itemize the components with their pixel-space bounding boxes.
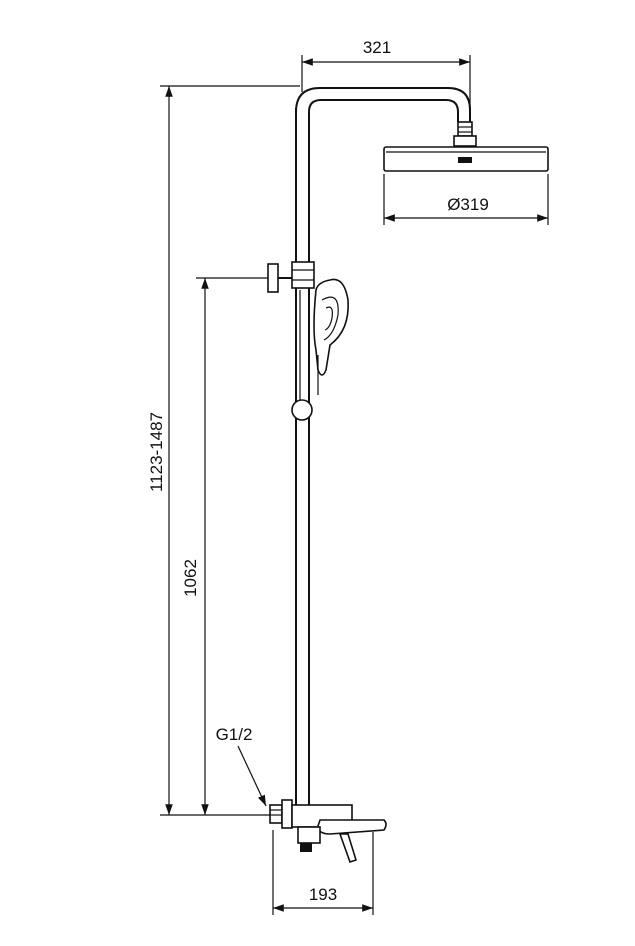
dimension-holder-height-label: 1062 xyxy=(181,559,200,597)
head-connector xyxy=(453,121,477,147)
riser-knob xyxy=(291,399,313,421)
dimension-overall-height: 1123-1487 xyxy=(147,85,300,816)
shower-head xyxy=(383,146,549,172)
hand-shower xyxy=(313,278,349,395)
dimension-mixer-depth-label: 193 xyxy=(309,885,337,904)
dimension-holder-height: 1062 xyxy=(181,277,268,815)
dimension-mixer-depth: 193 xyxy=(272,830,374,915)
callout-inlet-thread-label: G1/2 xyxy=(216,725,253,744)
dimension-arm-width: 321 xyxy=(301,38,471,106)
dimension-head-diameter-label: Ø319 xyxy=(447,195,489,214)
slider-holder xyxy=(267,261,315,293)
riser-pipe xyxy=(295,108,310,808)
shower-arm xyxy=(295,87,471,122)
bath-mixer xyxy=(269,799,387,864)
dimension-arm-width-label: 321 xyxy=(363,38,391,57)
dimension-overall-height-label: 1123-1487 xyxy=(147,412,166,492)
callout-inlet-thread: G1/2 xyxy=(216,725,267,807)
dimension-head-diameter: Ø319 xyxy=(383,174,549,225)
